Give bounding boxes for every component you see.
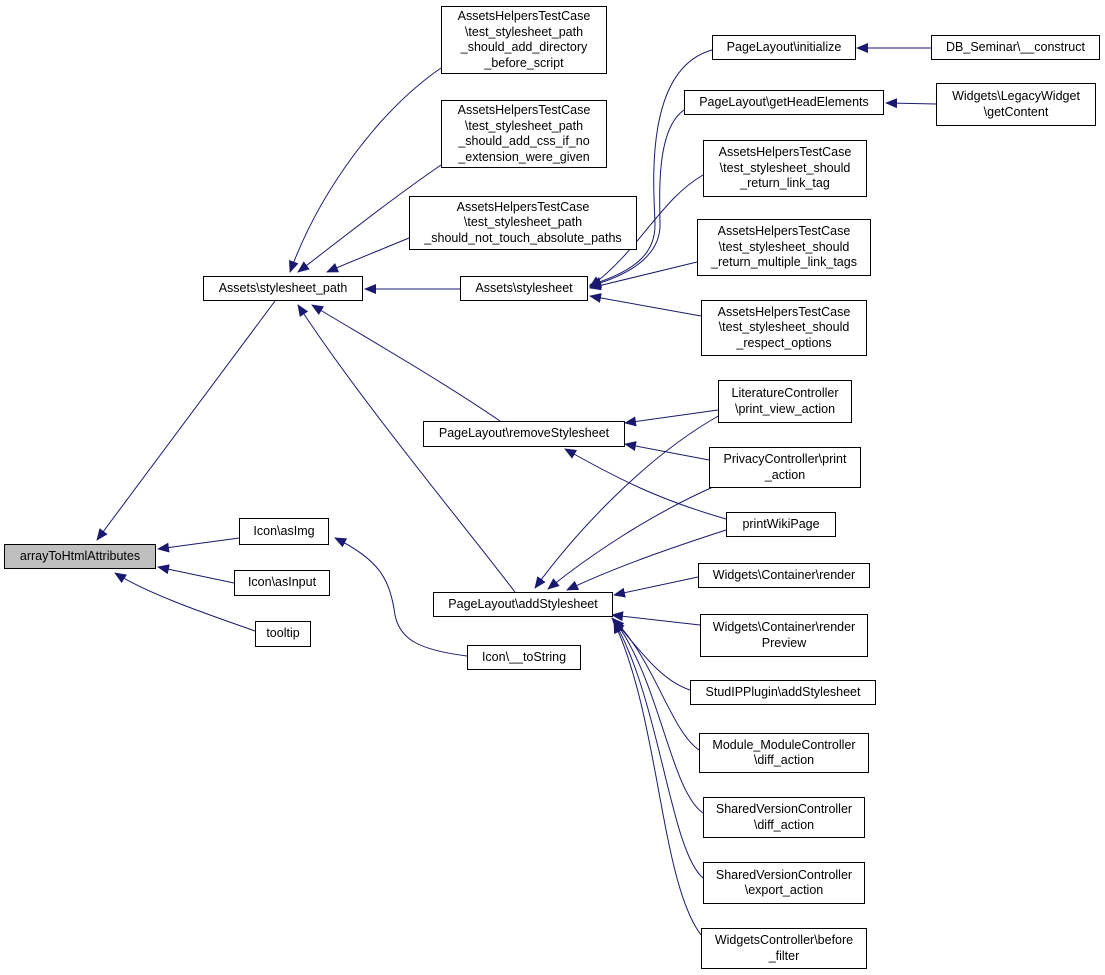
node-literaturecontroller-print-view[interactable]: LiteratureController \print_view_action [718,380,852,423]
node-container-render-preview[interactable]: Widgets\Container\render Preview [700,614,868,657]
edge-icon-asimg-from-tostring [334,537,468,657]
edge-stylesheet-from-initialize [589,49,713,287]
edge-root-from-icon-asinput [157,564,235,584]
node-pagelayout-removestylesheet[interactable]: PageLayout\removeStylesheet [423,421,625,447]
node-legacywidget-getcontent[interactable]: Widgets\LegacyWidget \getContent [936,83,1096,126]
edge-stylesheet-from-headelements [589,109,685,288]
edge-add-from-module-controller [612,618,700,751]
node-container-render[interactable]: Widgets\Container\render [698,563,870,588]
node-icon-asinput[interactable]: Icon\asInput [234,570,330,596]
node-tooltip[interactable]: tooltip [255,621,311,647]
edge-stylesheet-from-test-options [589,293,702,317]
node-test-path-absolute[interactable]: AssetsHelpersTestCase \test_stylesheet_p… [409,196,637,250]
edge-root-from-stylesheet-path [96,300,276,541]
edge-remove-from-printwiki [564,448,727,520]
edge-remove-from-privacy [624,441,710,461]
edge-stylesheet-path-from-add [297,304,516,593]
edge-add-from-container-preview [611,611,701,626]
node-module-modulecontroller-diff[interactable]: Module_ModuleController \diff_action [699,733,869,773]
node-sharedversion-export[interactable]: SharedVersionController \export_action [703,862,865,904]
edge-root-from-tooltip [114,572,256,632]
node-test-path-add-directory[interactable]: AssetsHelpersTestCase \test_stylesheet_p… [441,6,607,74]
edge-add-from-shared-diff [613,619,704,814]
edge-add-from-privacy [547,486,714,590]
edge-root-from-icon-asimg [157,537,240,553]
edge-stylesheet-from-test-link-tag [589,174,704,288]
edge-remove-from-literature [624,409,719,427]
edge-stylesheet-path-from-test-abs [326,237,410,273]
edge-add-from-studip-plugin [611,617,691,691]
node-privacycontroller-print[interactable]: PrivacyController\print _action [709,447,861,488]
edge-add-from-container-render [613,576,699,598]
edge-stylesheet-path-from-test-dir [289,67,442,273]
node-pagelayout-getheadelements[interactable]: PageLayout\getHeadElements [684,90,884,115]
node-widgetscontroller-before-filter[interactable]: WidgetsController\before _filter [701,928,867,969]
node-studipplugin-addstylesheet[interactable]: StudIPPlugin\addStylesheet [690,680,876,705]
edge-stylesheet-path-from-remove [311,304,501,422]
node-test-path-add-css[interactable]: AssetsHelpersTestCase \test_stylesheet_p… [441,100,607,168]
edge-stylesheet-path-from-test-css [297,164,442,273]
node-arraytohtmlattributes: arrayToHtmlAttributes [4,544,156,569]
node-assets-stylesheet-path[interactable]: Assets\stylesheet_path [203,276,363,301]
edge-add-from-shared-export [613,620,704,879]
node-sharedversion-diff[interactable]: SharedVersionController \diff_action [703,797,865,838]
edge-add-from-printwiki [566,529,727,591]
node-pagelayout-addstylesheet[interactable]: PageLayout\addStylesheet [433,592,613,617]
node-db-seminar-construct[interactable]: DB_Seminar\__construct [931,35,1100,60]
node-test-respect-options[interactable]: AssetsHelpersTestCase \test_stylesheet_s… [701,300,867,356]
node-test-return-link-tag[interactable]: AssetsHelpersTestCase \test_stylesheet_s… [703,140,867,197]
edge-add-from-literature [534,414,721,589]
node-test-return-multiple-link-tags[interactable]: AssetsHelpersTestCase \test_stylesheet_s… [697,219,871,276]
edge-add-from-widgets-controller [613,621,702,936]
node-pagelayout-initialize[interactable]: PageLayout\initialize [712,35,856,60]
node-icon-asimg[interactable]: Icon\asImg [239,518,329,545]
node-printwikipage[interactable]: printWikiPage [726,512,836,537]
edge-stylesheet-from-test-multi [589,261,698,291]
edge-headelements-from-legacy-widget [885,98,937,109]
node-icon-tostring[interactable]: Icon\__toString [467,645,581,670]
node-assets-stylesheet[interactable]: Assets\stylesheet [460,276,588,301]
